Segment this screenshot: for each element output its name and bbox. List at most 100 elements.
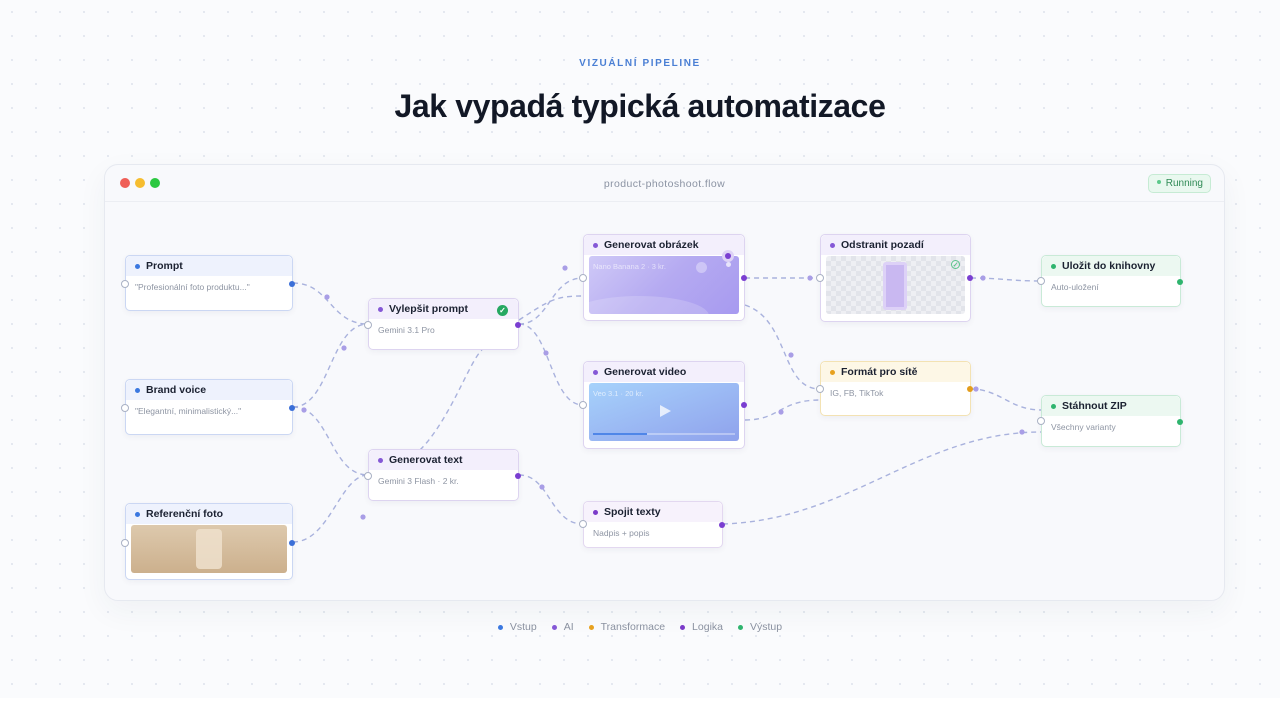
output-port[interactable] — [741, 275, 747, 281]
ai-dot-icon — [830, 242, 835, 248]
product-shape — [196, 529, 222, 569]
image-shape — [696, 262, 707, 273]
input-port[interactable] — [364, 321, 372, 329]
node-subtitle: Gemini 3.1 Pro — [378, 325, 435, 335]
done-check-icon: ✓ — [951, 260, 960, 269]
legend-item-ai: AI — [551, 621, 574, 633]
video-progress-track[interactable] — [593, 433, 735, 435]
node-title: Stáhnout ZIP — [1062, 400, 1127, 412]
legend-item-output: Výstup — [738, 621, 782, 633]
input-port[interactable] — [364, 472, 372, 480]
node-title: Vylepšit prompt — [389, 303, 468, 315]
node-subtitle: Všechny varianty — [1051, 422, 1116, 432]
window-titlebar: product-photoshoot.flow Running — [105, 165, 1224, 202]
legend-dot-icon — [738, 624, 743, 630]
node-brand-voice[interactable]: Brand voice "Elegantní, minimalistický..… — [121, 379, 295, 435]
output-port[interactable] — [967, 386, 973, 392]
transparent-background-thumbnail: ✓ — [826, 256, 965, 314]
node-generate-image[interactable]: Generovat obrázek Nano Banana 2 · 3 kr. — [579, 234, 747, 321]
node-save-to-library[interactable]: Uložit do knihovny Auto-uložení — [1037, 255, 1183, 307]
output-port[interactable] — [289, 281, 295, 287]
output-port[interactable] — [289, 405, 295, 411]
output-dot-icon — [1051, 263, 1056, 269]
page-footer-band — [0, 698, 1280, 723]
node-title: Brand voice — [146, 384, 207, 396]
input-port[interactable] — [579, 401, 587, 409]
section-eyebrow: VIZUÁLNÍ PIPELINE — [579, 58, 701, 69]
input-dot-icon — [135, 263, 140, 269]
model-credits-label: Veo 3.1 · 20 kr. — [593, 389, 644, 398]
node-subtitle: IG, FB, TikTok — [830, 388, 884, 398]
image-shape — [726, 262, 731, 267]
legend-label: Vstup — [509, 621, 537, 633]
legend-label: AI — [563, 621, 574, 633]
node-title: Generovat text — [389, 454, 463, 466]
legend-dot-icon — [588, 624, 594, 630]
output-port[interactable] — [1177, 419, 1183, 425]
status-indicator — [725, 253, 731, 259]
input-dot-icon — [135, 511, 140, 517]
node-generate-video[interactable]: Generovat video Veo 3.1 · 20 kr. — [579, 361, 747, 449]
legend-label: Transformace — [600, 621, 666, 633]
output-port[interactable] — [967, 275, 973, 281]
running-status-badge: Running — [1147, 174, 1211, 193]
product-shape — [883, 262, 907, 310]
node-improve-prompt[interactable]: Vylepšit prompt Gemini 3.1 Pro ✓ — [364, 298, 521, 350]
node-reference-photo[interactable]: Referenční foto — [121, 503, 295, 580]
node-subtitle: "Elegantní, minimalistický..." — [135, 406, 242, 416]
legend-label: Výstup — [750, 621, 783, 633]
input-port[interactable] — [1037, 277, 1045, 285]
ai-dot-icon — [378, 306, 383, 312]
input-port[interactable] — [121, 404, 129, 412]
node-title: Referenční foto — [146, 508, 224, 520]
node-subtitle: Nadpis + popis — [593, 528, 650, 538]
output-port[interactable] — [741, 402, 747, 408]
output-port[interactable] — [515, 322, 521, 328]
minimize-window-button[interactable] — [135, 178, 145, 188]
node-generate-text[interactable]: Generovat text Gemini 3 Flash · 2 kr. — [364, 449, 521, 501]
node-format-for-networks[interactable]: Formát pro sítě IG, FB, TikTok — [816, 361, 973, 416]
node-title: Generovat video — [604, 366, 687, 378]
transform-dot-icon — [830, 369, 835, 375]
input-port[interactable] — [121, 280, 129, 288]
node-title: Odstranit pozadí — [841, 239, 924, 251]
input-port[interactable] — [1037, 417, 1045, 425]
node-join-texts[interactable]: Spojit texty Nadpis + popis — [579, 501, 725, 548]
ai-dot-icon — [593, 369, 598, 375]
reference-photo-thumbnail — [131, 525, 287, 573]
output-dot-icon — [1051, 403, 1056, 409]
output-port[interactable] — [1177, 279, 1183, 285]
video-progress-fill — [593, 433, 647, 435]
node-title: Generovat obrázek — [604, 239, 699, 251]
generated-video-thumbnail: Veo 3.1 · 20 kr. — [589, 383, 739, 441]
logic-dot-icon — [593, 509, 598, 515]
play-icon[interactable] — [660, 405, 671, 417]
node-title: Uložit do knihovny — [1062, 260, 1156, 272]
output-port[interactable] — [515, 473, 521, 479]
legend-label: Logika — [692, 621, 723, 633]
node-subtitle: Gemini 3 Flash · 2 kr. — [378, 476, 459, 486]
close-window-button[interactable] — [120, 178, 130, 188]
input-port[interactable] — [816, 385, 824, 393]
image-shape — [589, 296, 709, 314]
node-remove-background[interactable]: Odstranit pozadí ✓ — [816, 234, 973, 322]
input-port[interactable] — [579, 274, 587, 282]
legend-item-input: Vstup — [497, 621, 537, 633]
node-title: Prompt — [146, 260, 183, 272]
node-download-zip[interactable]: Stáhnout ZIP Všechny varianty — [1037, 395, 1183, 447]
model-credits-label: Nano Banana 2 · 3 kr. — [593, 262, 666, 271]
node-subtitle: "Profesionální foto produktu..." — [135, 282, 250, 292]
legend-dot-icon — [497, 624, 503, 630]
maximize-window-button[interactable] — [150, 178, 160, 188]
flow-filename: product-photoshoot.flow — [603, 178, 726, 190]
ai-dot-icon — [378, 457, 383, 463]
input-port[interactable] — [579, 520, 587, 528]
legend-dot-icon — [551, 624, 557, 630]
input-port[interactable] — [816, 274, 824, 282]
output-port[interactable] — [719, 522, 725, 528]
input-port[interactable] — [121, 539, 129, 547]
section-title: Jak vypadá typická automatizace — [394, 88, 886, 124]
node-prompt[interactable]: Prompt "Profesionální foto produktu..." — [121, 255, 295, 311]
legend-item-logic: Logika — [680, 621, 723, 633]
output-port[interactable] — [289, 540, 295, 546]
